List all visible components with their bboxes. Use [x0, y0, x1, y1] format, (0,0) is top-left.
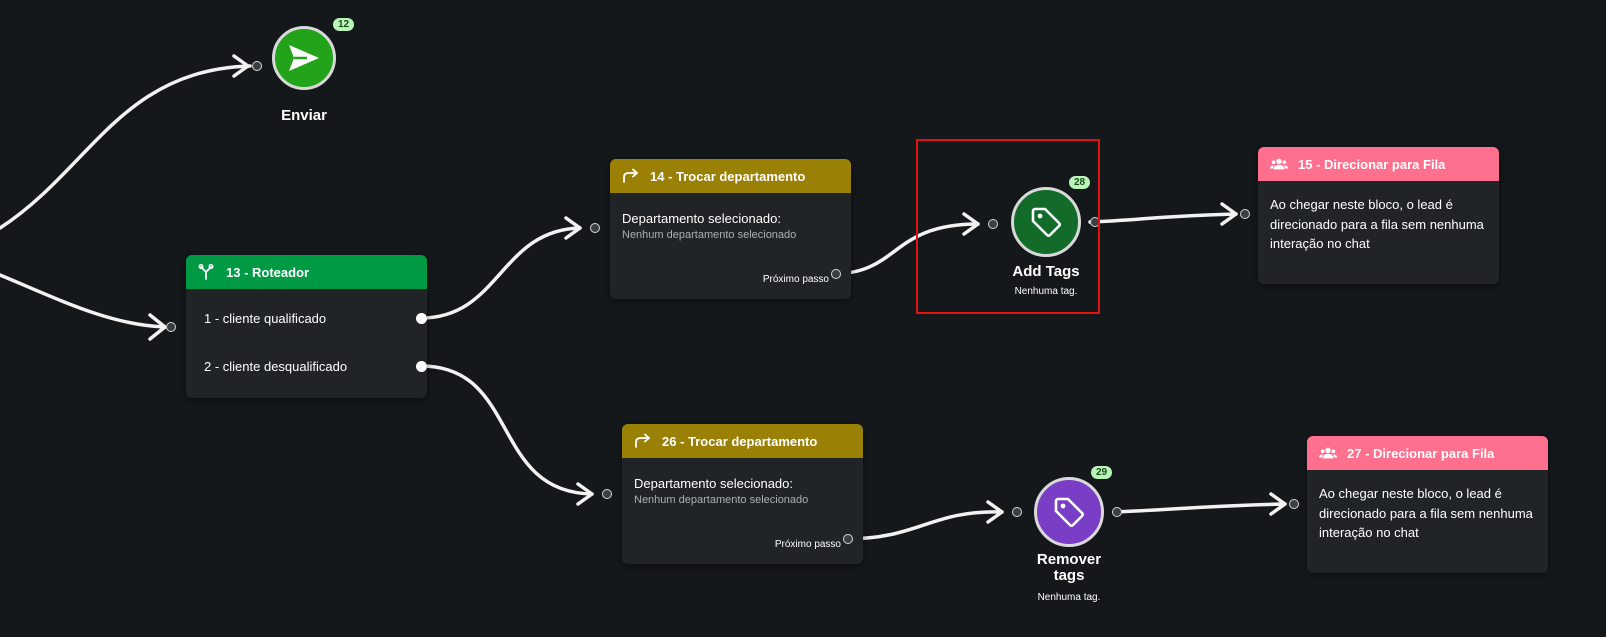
- tag-icon: [1031, 207, 1062, 238]
- enviar-node[interactable]: [272, 26, 336, 90]
- trocar14-next-step: Próximo passo: [762, 274, 829, 285]
- arrow-to-addtags: [962, 212, 980, 236]
- route-option-2-port[interactable]: [416, 361, 427, 372]
- add-tags-input-port[interactable]: [988, 219, 998, 229]
- arrow-to-trocar26: [576, 482, 594, 506]
- wire-trocar26-removertags: [843, 510, 1004, 541]
- users-icon: [1270, 155, 1288, 173]
- fork-icon: [198, 263, 216, 281]
- arrow-to-fila27: [1269, 492, 1287, 516]
- wire-to-roteador: [0, 273, 167, 329]
- add-tags-title: Add Tags: [1012, 263, 1080, 280]
- fila15-header[interactable]: 15 - Direcionar para Fila: [1258, 147, 1499, 181]
- trocar26-dept-label: Departamento selecionado:: [634, 476, 793, 491]
- trocar14-dept-value: Nenhum departamento selecionado: [622, 229, 797, 241]
- wire-addtags-fila15: [1088, 212, 1238, 224]
- trocar26-output-port[interactable]: [843, 534, 853, 544]
- remover-tags-input-port[interactable]: [1012, 507, 1022, 517]
- trocar-departamento-14-card[interactable]: 14 - Trocar departamento Departamento se…: [610, 159, 851, 299]
- users-icon: [1319, 444, 1337, 462]
- redo-arrow-icon: [634, 432, 652, 450]
- remover-tags-title-line1: Remover: [1036, 551, 1102, 568]
- wire-option1-trocar14: [419, 226, 582, 320]
- route-option-1: 1 - cliente qualificado: [204, 311, 327, 326]
- add-tags-badge: 28: [1069, 176, 1091, 189]
- trocar14-header[interactable]: 14 - Trocar departamento: [610, 159, 851, 193]
- roteador-title: 13 - Roteador: [226, 264, 310, 280]
- trocar26-header[interactable]: 26 - Trocar departamento: [622, 424, 863, 458]
- arrow-to-removertags: [986, 500, 1004, 524]
- remover-tags-subtitle: Nenhuma tag.: [1037, 592, 1101, 603]
- direcionar-fila-27-card[interactable]: 27 - Direcionar para Fila Ao chegar nest…: [1307, 436, 1548, 573]
- fila27-input-port[interactable]: [1289, 499, 1299, 509]
- send-icon: [289, 45, 319, 71]
- fila15-input-port[interactable]: [1240, 209, 1250, 219]
- wire-removertags-fila27: [1112, 502, 1287, 514]
- remover-tags-output-port[interactable]: [1112, 507, 1122, 517]
- add-tags-node[interactable]: [1011, 187, 1081, 257]
- roteador-input-port[interactable]: [166, 322, 176, 332]
- enviar-input-port[interactable]: [252, 61, 262, 71]
- trocar14-body: Departamento selecionado: Nenhum departa…: [610, 193, 851, 299]
- trocar14-output-port[interactable]: [831, 269, 841, 279]
- arrow-to-fila15: [1220, 202, 1238, 226]
- wire-option2-trocar26: [419, 364, 594, 496]
- arrow-to-roteador: [148, 313, 167, 341]
- add-tags-output-port[interactable]: [1090, 217, 1100, 227]
- wire-to-enviar: [0, 64, 252, 230]
- route-option-1-port[interactable]: [416, 313, 427, 324]
- fila15-description: Ao chegar neste bloco, o lead é direcion…: [1270, 197, 1484, 251]
- roteador-header[interactable]: 13 - Roteador: [186, 255, 427, 289]
- fila27-title: 27 - Direcionar para Fila: [1347, 445, 1495, 461]
- trocar14-input-port[interactable]: [590, 223, 600, 233]
- trocar26-title: 26 - Trocar departamento: [662, 433, 818, 449]
- remover-tags-title-line2: tags: [1053, 567, 1085, 584]
- trocar14-title: 14 - Trocar departamento: [650, 168, 806, 184]
- roteador-card[interactable]: 13 - Roteador 1 - cliente qualificado 2 …: [186, 255, 427, 398]
- fila27-description: Ao chegar neste bloco, o lead é direcion…: [1319, 486, 1533, 540]
- trocar26-body: Departamento selecionado: Nenhum departa…: [622, 458, 863, 564]
- direcionar-fila-15-card[interactable]: 15 - Direcionar para Fila Ao chegar nest…: [1258, 147, 1499, 284]
- route-option-2: 2 - cliente desqualificado: [204, 359, 348, 374]
- enviar-title: Enviar: [281, 107, 327, 124]
- trocar26-dept-value: Nenhum departamento selecionado: [634, 494, 809, 506]
- remover-tags-node[interactable]: [1034, 477, 1104, 547]
- add-tags-subtitle: Nenhuma tag.: [1014, 286, 1078, 297]
- enviar-badge: 12: [333, 18, 355, 31]
- trocar14-dept-label: Departamento selecionado:: [622, 211, 781, 226]
- redo-arrow-icon: [622, 167, 640, 185]
- arrow-to-trocar14: [564, 216, 582, 240]
- trocar26-input-port[interactable]: [602, 489, 612, 499]
- fila15-title: 15 - Direcionar para Fila: [1298, 156, 1446, 172]
- trocar26-next-step: Próximo passo: [774, 539, 841, 550]
- arrow-to-enviar: [232, 54, 250, 78]
- remover-tags-badge: 29: [1091, 466, 1113, 479]
- wire-trocar14-addtags: [830, 222, 980, 276]
- fila27-header[interactable]: 27 - Direcionar para Fila: [1307, 436, 1548, 470]
- tag-icon: [1054, 497, 1085, 528]
- trocar-departamento-26-card[interactable]: 26 - Trocar departamento Departamento se…: [622, 424, 863, 564]
